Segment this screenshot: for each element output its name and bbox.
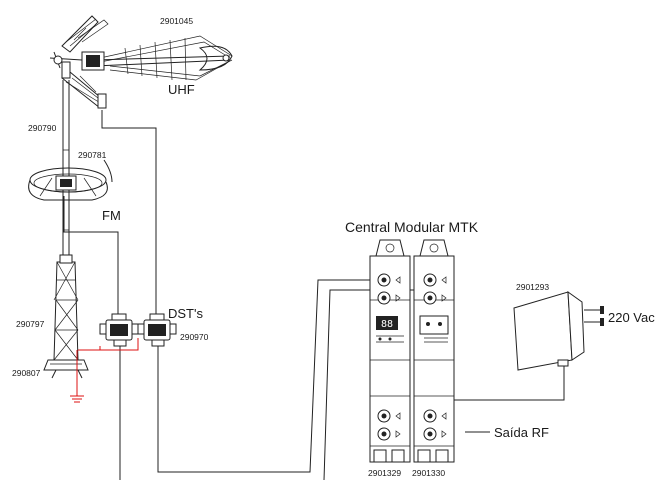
label-uhf: UHF: [168, 82, 195, 97]
fm-antenna: [28, 159, 113, 201]
label-dst-part: 290970: [180, 332, 209, 342]
label-mast-part: 290790: [28, 123, 57, 133]
cable-uhf: [101, 110, 157, 318]
module-2: [413, 255, 455, 463]
tower: [43, 254, 89, 379]
module-1-display-digits: 88: [381, 319, 393, 330]
cable-fm: [63, 196, 119, 318]
label-fm: FM: [102, 208, 121, 223]
central-modular: 88: [369, 239, 455, 463]
power-supply: [513, 290, 604, 371]
cable-dst-right-out: [157, 279, 386, 473]
labels: 2901045 UHF 290790 290781 FM 290797 2908…: [12, 16, 655, 478]
mast: [62, 80, 70, 262]
label-tower-part: 290797: [16, 319, 45, 329]
label-rf-out: Saída RF: [494, 425, 549, 440]
label-module2-part: 2901330: [412, 468, 445, 478]
uhf-antenna: [49, 15, 233, 109]
label-central: Central Modular MTK: [345, 219, 479, 235]
label-base-part: 290807: [12, 368, 41, 378]
cable-power: [447, 364, 565, 414]
dst-right: [137, 313, 177, 347]
module-1: [369, 255, 411, 463]
cables: [63, 110, 565, 480]
ground-wiring: [70, 338, 139, 403]
label-fm-part: 290781: [78, 150, 107, 160]
dst-left: [99, 313, 139, 347]
label-module1-part: 2901329: [368, 468, 401, 478]
label-vac: 220 Vac: [608, 310, 655, 325]
label-dst: DST's: [168, 306, 203, 321]
label-psu-part: 2901293: [516, 282, 549, 292]
label-uhf-part: 2901045: [160, 16, 193, 26]
